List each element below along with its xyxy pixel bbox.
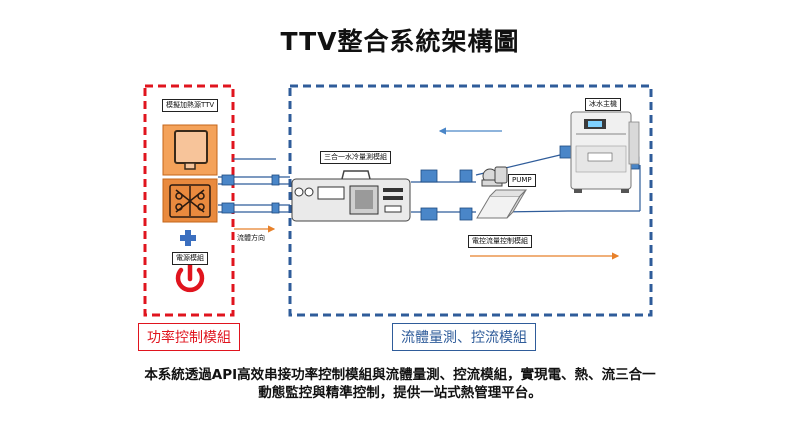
chiller-label: 冰水主機	[585, 98, 621, 111]
pump-label: PUMP	[508, 174, 536, 187]
flow-controller-icon	[476, 189, 528, 219]
chiller-icon	[570, 111, 640, 193]
page-title: TTV整合系統架構圖	[280, 27, 520, 56]
power-supply-label: 電源模組	[172, 252, 208, 265]
caption-line-1: 本系統透過API高效串接功率控制模組與流體量測、控流模組，實現電、熱、流三合一	[144, 367, 656, 383]
meter-device-icon	[291, 170, 411, 222]
pump-icon	[481, 166, 508, 187]
caption-line-2: 動態監控與精準控制，提供一站式熱管理平台。	[258, 385, 542, 401]
power-module-boundary	[143, 84, 235, 317]
fluid-module-label: 流體量測、控流模組	[392, 323, 536, 351]
flow-direction-label: 流體方向	[237, 234, 265, 242]
ttv-label: 模擬加熱源TTV	[162, 99, 219, 112]
ttv-heater-icon	[162, 124, 218, 223]
meter-module-label: 三合一水冷量測模組	[320, 151, 391, 164]
connector-blocks	[221, 174, 280, 214]
plus-icon	[180, 230, 196, 246]
flow-controller-label: 電控流量控制模組	[468, 235, 532, 248]
power-icon	[175, 259, 205, 293]
power-module-label: 功率控制模組	[138, 323, 240, 351]
fluid-module-boundary	[288, 84, 653, 317]
